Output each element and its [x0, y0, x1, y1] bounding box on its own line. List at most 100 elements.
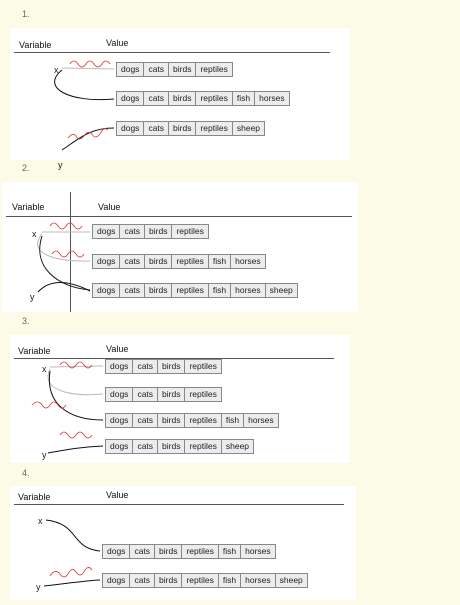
- variable-y: y: [42, 450, 47, 460]
- list-cell: dogs: [106, 388, 134, 401]
- list-cell: cats: [144, 92, 170, 105]
- list-cell: birds: [169, 122, 197, 135]
- list-cell: horses: [245, 546, 271, 556]
- variable-y: y: [58, 160, 63, 170]
- list-cell: horses: [259, 93, 285, 103]
- list-cell: cats: [133, 388, 159, 401]
- list-cell: dogs: [117, 63, 145, 76]
- list-cell: dogs: [117, 122, 145, 135]
- reference-arrows: [43, 519, 101, 587]
- list-cell: cats: [120, 255, 146, 268]
- list-cell: sheep: [236, 123, 261, 133]
- reference-arrows: [37, 222, 91, 293]
- list-cell: reptiles: [189, 389, 217, 399]
- list-cell: reptiles: [172, 255, 209, 268]
- list-cell: cats: [120, 225, 146, 238]
- list-cell: sheep: [279, 575, 303, 585]
- variable-header: Variable: [12, 202, 45, 212]
- list-cell: horses: [231, 284, 266, 297]
- column-divider: [70, 192, 71, 312]
- list-cell: reptiles: [185, 440, 222, 453]
- list-cell: dogs: [93, 284, 121, 297]
- list-cell: fish: [219, 574, 242, 587]
- list-cell: horses: [248, 415, 274, 425]
- header-divider: [14, 358, 334, 359]
- list-cell: reptiles: [182, 574, 219, 587]
- list-cell: birds: [155, 574, 183, 587]
- variable-y: y: [36, 582, 41, 592]
- list-cell: birds: [145, 225, 173, 238]
- variable-x: x: [42, 364, 47, 374]
- reference-arrows: [31, 361, 104, 454]
- list-cell: birds: [169, 92, 197, 105]
- list-cell: birds: [145, 284, 173, 297]
- list-cell: dogs: [103, 545, 131, 558]
- panel-number: 3.: [22, 316, 30, 326]
- list-cell: fish: [209, 255, 232, 268]
- list-cell: reptiles: [196, 92, 233, 105]
- list-cell: fish: [219, 545, 242, 558]
- list-cell: dogs: [103, 574, 131, 587]
- variable-x: x: [54, 65, 59, 75]
- list-cell: reptiles: [185, 414, 222, 427]
- list-cell: dogs: [106, 414, 134, 427]
- list-cell: reptiles: [200, 64, 228, 74]
- variable-y: y: [30, 292, 35, 302]
- list-cell: cats: [120, 284, 146, 297]
- list-cell: cats: [144, 122, 170, 135]
- panel-number: 1.: [22, 9, 30, 19]
- list-cell: birds: [155, 545, 183, 558]
- list-cell: birds: [158, 440, 186, 453]
- value-header: Value: [98, 202, 121, 212]
- list-cell: dogs: [93, 255, 121, 268]
- list-cell: fish: [209, 284, 232, 297]
- list-cell: reptiles: [172, 284, 209, 297]
- list-cell: fish: [222, 414, 245, 427]
- list-cell: fish: [233, 92, 256, 105]
- list-cell: reptiles: [176, 226, 204, 236]
- panel-number: 2.: [22, 163, 30, 173]
- value-header: Value: [106, 490, 129, 500]
- list-cell: horses: [235, 256, 261, 266]
- list-cell: dogs: [117, 92, 145, 105]
- list-cell: cats: [133, 440, 159, 453]
- list-cell: birds: [158, 360, 186, 373]
- list-cell: birds: [158, 414, 186, 427]
- value-header: Value: [106, 344, 129, 354]
- list-cell: birds: [169, 63, 197, 76]
- list-cell: cats: [133, 360, 159, 373]
- list-cell: dogs: [106, 440, 134, 453]
- list-cell: cats: [133, 414, 159, 427]
- list-cell: cats: [130, 545, 156, 558]
- variable-header: Variable: [18, 346, 51, 356]
- list-cell: horses: [241, 574, 276, 587]
- reference-arrows: [54, 60, 115, 151]
- list-cell: cats: [144, 63, 170, 76]
- variable-x: x: [38, 516, 43, 526]
- list-cell: dogs: [93, 225, 121, 238]
- list-cell: reptiles: [189, 361, 217, 371]
- list-cell: sheep: [225, 441, 250, 451]
- value-header: Value: [106, 38, 129, 48]
- list-cell: reptiles: [196, 122, 233, 135]
- list-cell: dogs: [106, 360, 134, 373]
- header-divider: [14, 52, 330, 53]
- panel-number: 4.: [22, 468, 30, 478]
- variable-header: Variable: [18, 492, 51, 502]
- list-cell: birds: [145, 255, 173, 268]
- list-cell: birds: [158, 388, 186, 401]
